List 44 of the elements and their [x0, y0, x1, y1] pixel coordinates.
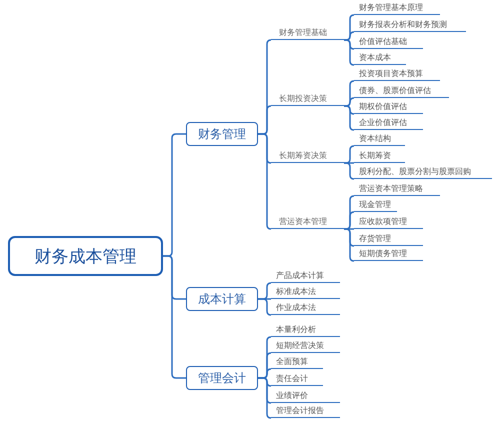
leaf-label: 应收款项管理 [354, 215, 423, 229]
leaf-label: 企业价值评估 [354, 116, 423, 130]
connector-line [258, 377, 272, 419]
leaf-label: 存货管理 [354, 232, 423, 246]
connector-line [344, 228, 355, 262]
branch-label: 营运资本管理 [271, 215, 344, 229]
leaf-label: 短期经营决策 [271, 339, 340, 353]
topic-box: 成本计算 [186, 287, 258, 311]
leaf-label: 作业成本法 [271, 301, 340, 315]
leaf-label: 期权价值评估 [354, 100, 423, 114]
connector-line [344, 97, 355, 107]
root-topic-box: 财务成本管理 [8, 236, 163, 276]
leaf-label: 资本结构 [354, 132, 405, 146]
leaf-label: 短期债务管理 [354, 247, 423, 261]
branch-label: 长期筹资决策 [271, 149, 344, 163]
branch-label: 长期投资决策 [271, 92, 344, 106]
leaf-label: 全面预算 [271, 355, 323, 369]
leaf-label: 标准成本法 [271, 285, 340, 299]
connector-line [344, 39, 355, 66]
leaf-label: 财务报表分析和财务预测 [354, 18, 466, 32]
topic-box: 管理会计 [186, 366, 258, 390]
connector-line [258, 133, 272, 230]
connector-line [344, 31, 355, 41]
leaf-label: 债券、股票价值评估 [354, 84, 449, 98]
connector-line [344, 105, 355, 131]
connector-line [344, 211, 355, 230]
leaf-label: 资本成本 [354, 51, 406, 65]
leaf-label: 财务管理基本原理 [354, 1, 440, 15]
connector-line [344, 145, 355, 164]
leaf-label: 管理会计报告 [271, 404, 340, 418]
branch-label: 财务管理基础 [271, 26, 344, 40]
leaf-label: 责任会计 [271, 372, 323, 386]
leaf-label: 业绩评价 [271, 389, 340, 403]
leaf-label: 现金管理 [354, 198, 397, 212]
leaf-label: 本量利分析 [271, 323, 340, 337]
leaf-label: 价值评估基础 [354, 35, 423, 49]
connector-line [344, 162, 355, 180]
leaf-label: 产品成本计算 [271, 269, 340, 283]
topic-box: 财务管理 [186, 122, 258, 146]
leaf-label: 营运资本管理策略 [354, 182, 440, 196]
connector-line [258, 298, 272, 316]
leaf-label: 投资项目资本预算 [354, 67, 440, 81]
leaf-label: 股利分配、股票分割与股票回购 [354, 165, 492, 179]
leaf-label: 长期筹资 [354, 149, 405, 163]
